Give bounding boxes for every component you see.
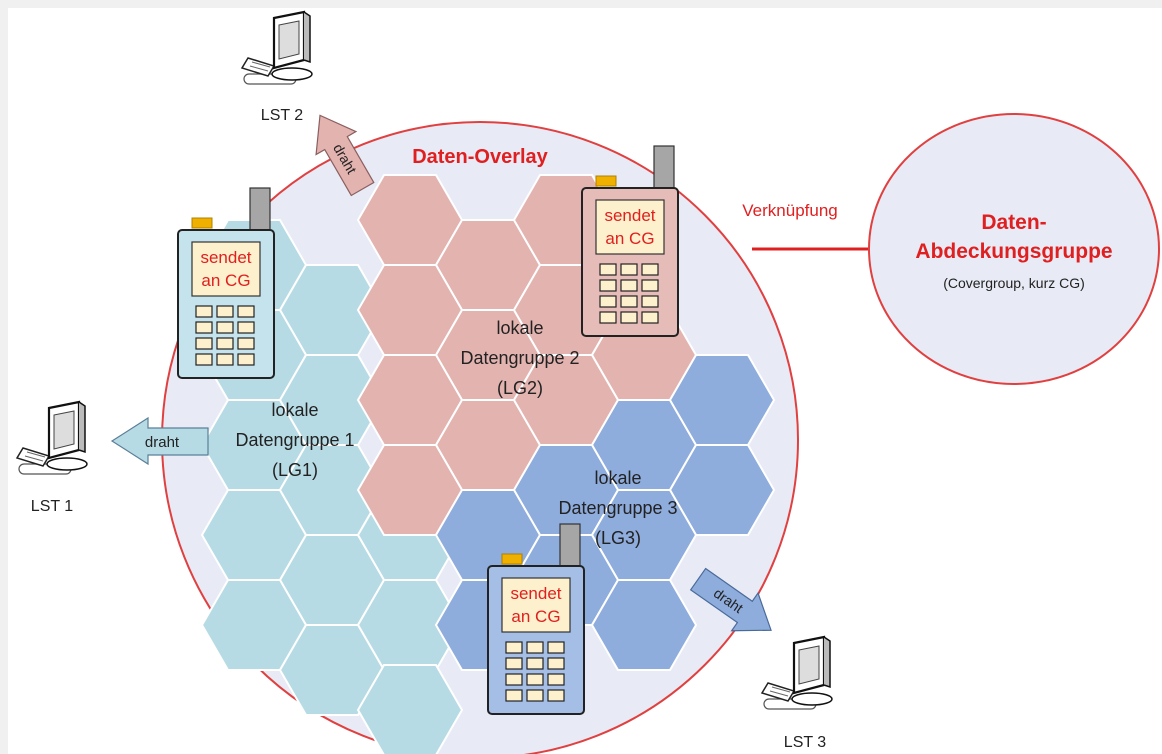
radio-1-display bbox=[191, 241, 261, 297]
radio-3: sendet an CG bbox=[487, 523, 585, 715]
keypad-key bbox=[641, 311, 659, 324]
keypad-key bbox=[237, 321, 255, 334]
group-2-line3: (LG2) bbox=[497, 378, 543, 398]
keypad-key bbox=[526, 689, 544, 702]
radio-1-line2: an CG bbox=[201, 271, 250, 290]
radio-1-button bbox=[191, 217, 213, 229]
radio-2-display bbox=[595, 199, 665, 255]
keypad-key bbox=[547, 641, 565, 654]
radio-2-line1: sendet bbox=[604, 206, 655, 225]
keypad-key bbox=[505, 689, 523, 702]
keypad-key bbox=[195, 337, 213, 350]
computer-icon-lst2 bbox=[240, 10, 314, 86]
radio-2-antenna bbox=[653, 145, 675, 191]
computer-icon-lst3 bbox=[760, 635, 834, 711]
group-label-2: lokale Datengruppe 2 (LG2) bbox=[460, 318, 579, 398]
lst3-label: LST 3 bbox=[784, 734, 827, 751]
keypad-key bbox=[505, 641, 523, 654]
keypad-key bbox=[216, 321, 234, 334]
group-3-line1: lokale bbox=[594, 468, 641, 488]
group-2-line1: lokale bbox=[496, 318, 543, 338]
group-1-line2: Datengruppe 1 bbox=[235, 430, 354, 450]
keypad-key bbox=[526, 657, 544, 670]
radio-2-button bbox=[595, 175, 617, 187]
cover-group-circle bbox=[868, 113, 1160, 385]
keypad-key bbox=[620, 279, 638, 292]
group-1-line3: (LG1) bbox=[272, 460, 318, 480]
radio-3-display bbox=[501, 577, 571, 633]
lst1-label: LST 1 bbox=[31, 498, 74, 515]
radio-3-button bbox=[501, 553, 523, 565]
radio-2-keypad bbox=[599, 263, 659, 324]
arrow-lst1-label: draht bbox=[145, 434, 180, 451]
keypad-key bbox=[599, 295, 617, 308]
keypad-key bbox=[505, 673, 523, 686]
keypad-key bbox=[641, 295, 659, 308]
group-2-line2: Datengruppe 2 bbox=[460, 348, 579, 368]
link-label: Verknüpfung bbox=[742, 201, 837, 220]
group-1-line1: lokale bbox=[271, 400, 318, 420]
keypad-key bbox=[216, 337, 234, 350]
radio-1: sendet an CG bbox=[177, 187, 275, 379]
keypad-key bbox=[195, 305, 213, 318]
arrow-lst1: draht bbox=[110, 416, 209, 466]
keypad-key bbox=[216, 353, 234, 366]
keypad-key bbox=[620, 263, 638, 276]
keypad-key bbox=[599, 311, 617, 324]
keypad-key bbox=[237, 353, 255, 366]
keypad-key bbox=[195, 321, 213, 334]
keypad-key bbox=[505, 657, 523, 670]
keypad-key bbox=[195, 353, 213, 366]
group-3-line3: (LG3) bbox=[595, 528, 641, 548]
computer-icon-lst1 bbox=[15, 400, 89, 476]
group-label-1: lokale Datengruppe 1 (LG1) bbox=[235, 400, 354, 480]
radio-3-keypad bbox=[505, 641, 565, 702]
hex-cell-lg1 bbox=[356, 664, 464, 754]
radio-3-antenna bbox=[559, 523, 581, 569]
keypad-key bbox=[547, 673, 565, 686]
cover-group-title-line1: Daten- bbox=[981, 211, 1046, 234]
keypad-key bbox=[620, 311, 638, 324]
hex-cell-lg3 bbox=[590, 579, 698, 671]
keypad-key bbox=[237, 337, 255, 350]
radio-1-line1: sendet bbox=[200, 248, 251, 267]
keypad-key bbox=[547, 689, 565, 702]
frame-top bbox=[0, 0, 1162, 8]
group-label-3: lokale Datengruppe 3 (LG3) bbox=[558, 468, 677, 548]
keypad-key bbox=[599, 263, 617, 276]
keypad-key bbox=[641, 279, 659, 292]
overlay-title: Daten-Overlay bbox=[412, 146, 548, 168]
keypad-key bbox=[526, 641, 544, 654]
radio-3-line2: an CG bbox=[511, 607, 560, 626]
radio-2: sendet an CG bbox=[581, 145, 679, 337]
group-3-line2: Datengruppe 3 bbox=[558, 498, 677, 518]
lst2-label: LST 2 bbox=[261, 107, 304, 124]
keypad-key bbox=[547, 657, 565, 670]
frame-left bbox=[0, 0, 8, 754]
radio-2-line2: an CG bbox=[605, 229, 654, 248]
cover-group-title-line2: Abdeckungsgruppe bbox=[915, 240, 1112, 263]
keypad-key bbox=[216, 305, 234, 318]
radio-3-line1: sendet bbox=[510, 584, 561, 603]
radio-1-keypad bbox=[195, 305, 255, 366]
cover-group-subtitle: (Covergroup, kurz CG) bbox=[943, 275, 1085, 291]
keypad-key bbox=[237, 305, 255, 318]
keypad-key bbox=[526, 673, 544, 686]
keypad-key bbox=[641, 263, 659, 276]
keypad-key bbox=[620, 295, 638, 308]
radio-1-antenna bbox=[249, 187, 271, 233]
keypad-key bbox=[599, 279, 617, 292]
